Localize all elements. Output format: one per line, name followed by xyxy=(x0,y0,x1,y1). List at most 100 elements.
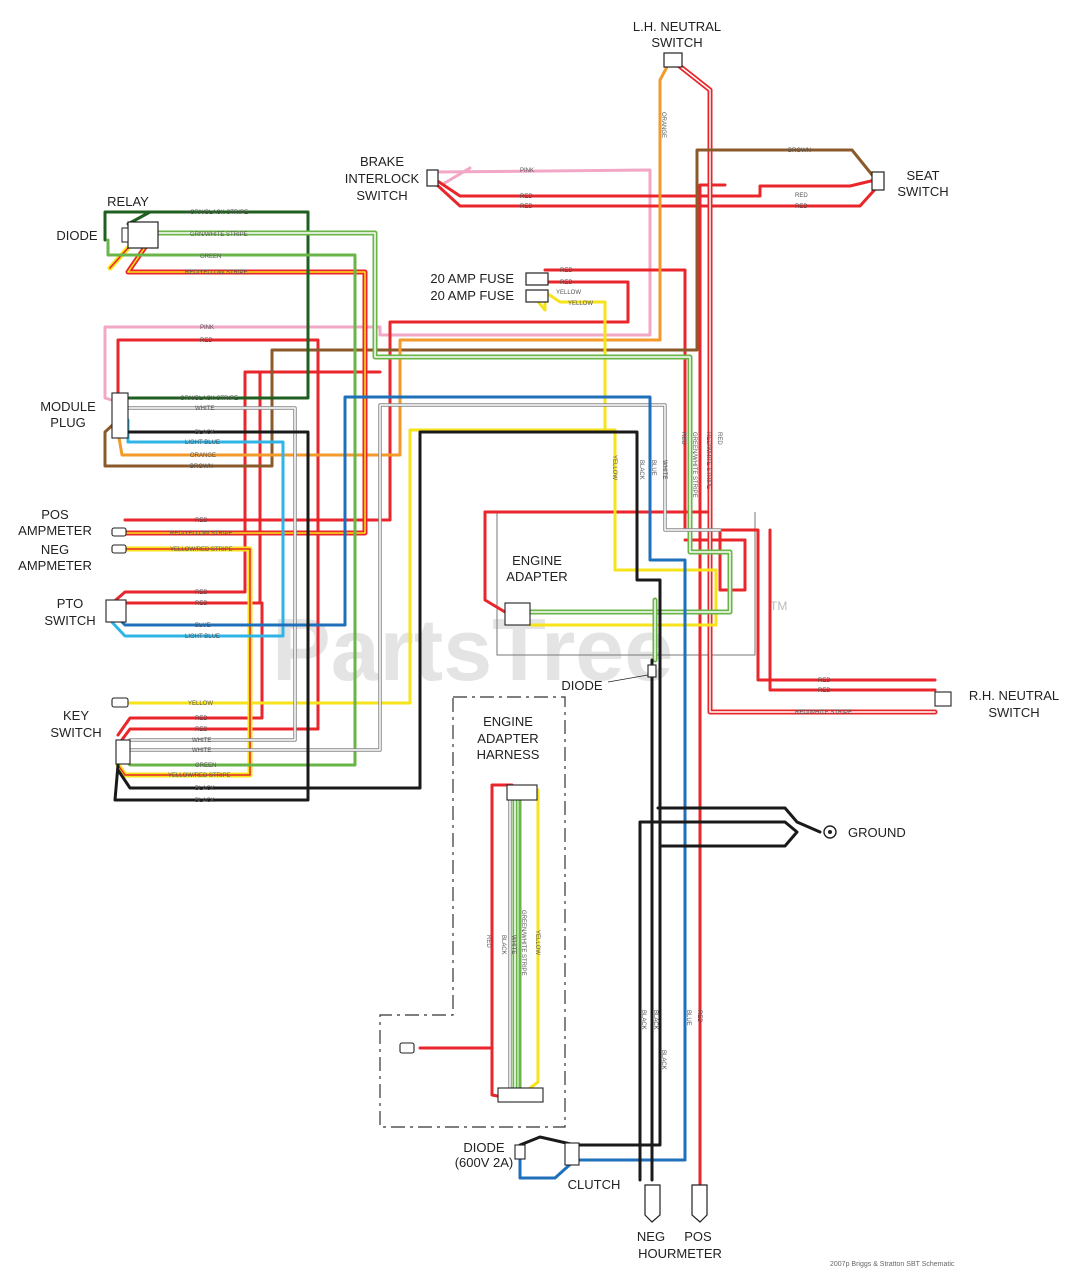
engine-adapter-box xyxy=(496,512,756,656)
wire-tag: BROWN xyxy=(788,148,811,154)
fuse-label: 20 AMP FUSE xyxy=(430,288,514,303)
wire-tag: ORANGE xyxy=(660,112,666,138)
key-switch-label: KEY xyxy=(63,708,89,723)
engine-adapter-label: ENGINE xyxy=(512,553,562,568)
engine-adapter-label: ADAPTER xyxy=(506,569,567,584)
wire-tag: RED xyxy=(560,268,573,274)
wire-tag: BLACK xyxy=(195,430,215,436)
pos-hourmeter-label: POS xyxy=(684,1229,712,1244)
wire-dark-green xyxy=(103,210,310,400)
wire-tag: WHITE xyxy=(661,460,667,479)
trademark: TM xyxy=(770,599,787,613)
module-plug: MODULE PLUG xyxy=(40,392,129,439)
wire-tag: RED xyxy=(818,678,831,684)
wire-white xyxy=(126,403,722,1092)
wire-black xyxy=(113,430,822,1182)
brake-label: INTERLOCK xyxy=(345,171,420,186)
wire-tag: YELLOW xyxy=(611,455,617,480)
wire-tag: GRN/WHITE STRIPE xyxy=(190,232,248,238)
wire-tag: RED xyxy=(195,716,208,722)
engine-adapter-harness: ENGINE ADAPTER HARNESS xyxy=(399,714,544,1103)
fuse-holders: 20 AMP FUSE 20 AMP FUSE xyxy=(430,271,549,303)
wire-tag: RED xyxy=(520,204,533,210)
wire-tag: LIGHT BLUE xyxy=(185,440,220,446)
rh-neutral-switch-label: SWITCH xyxy=(988,705,1039,720)
seat-switch: SEAT SWITCH xyxy=(871,168,949,199)
harness-label: ENGINE xyxy=(483,714,533,729)
pto-switch-label: PTO xyxy=(57,596,84,611)
wire-tag: RED/WHITE STRIPE xyxy=(705,432,711,489)
wire-orange xyxy=(116,63,670,457)
wire-brown xyxy=(103,148,875,468)
lh-neutral-switch-label: L.H. NEUTRAL xyxy=(633,19,721,34)
wire-tag: PINK xyxy=(200,325,214,331)
wire-tag: YELLOW xyxy=(556,290,581,296)
wire-tag: YELLOW xyxy=(534,930,540,955)
brake-interlock-switch: BRAKE INTERLOCK SWITCH xyxy=(345,154,439,203)
rh-neutral-switch-label: R.H. NEUTRAL xyxy=(969,688,1059,703)
wire-tag: YELLOW xyxy=(188,701,213,707)
wire-red-white xyxy=(669,57,938,715)
diode-top-label: DIODE xyxy=(56,228,98,243)
wire-tag: RED xyxy=(485,935,491,948)
wire-tag: GREEN xyxy=(195,763,216,769)
rh-neutral-switch: R.H. NEUTRAL SWITCH xyxy=(934,688,1059,720)
harness-label: HARNESS xyxy=(477,747,540,762)
wire-tag: GREEN/WHITE STRIPE xyxy=(520,910,526,976)
wire-tag: RED/YELLOW STRIPE xyxy=(185,270,248,276)
clutch: CLUTCH xyxy=(564,1142,620,1192)
wire-tag: GREEN/WHITE STRIPE xyxy=(691,432,697,498)
wire-tag: RED xyxy=(680,432,686,445)
wire-blue xyxy=(108,395,687,1180)
brake-label: BRAKE xyxy=(360,154,404,169)
wire-green-white xyxy=(152,230,733,1093)
wire-tag: BLACK xyxy=(500,935,506,955)
wire-tag: WHITE xyxy=(192,748,211,754)
pto-switch: PTO SWITCH xyxy=(44,596,127,628)
wire-tag: WHITE xyxy=(192,738,211,744)
ground: GROUND xyxy=(823,825,906,840)
diode-mid-label: DIODE xyxy=(561,678,603,693)
wire-tag: BLUE xyxy=(650,460,656,476)
footer-credit: 2007p Briggs & Stratton SBT Schematic xyxy=(830,1261,955,1268)
wire-tag: BLACK xyxy=(638,460,644,480)
lh-neutral-switch-label: SWITCH xyxy=(651,35,702,50)
pto-switch-label: SWITCH xyxy=(44,613,95,628)
module-plug-label: PLUG xyxy=(50,415,85,430)
wire-tag: GRN/BLACK STRIPE xyxy=(180,396,238,402)
wire-tag: RED xyxy=(195,518,208,524)
seat-switch-label: SWITCH xyxy=(897,184,948,199)
neg-ampmeter-label: NEG xyxy=(41,542,69,557)
engine-adapter-harness-box xyxy=(379,696,566,1128)
wire-tag: YELLOW/RED STRIPE xyxy=(168,773,231,779)
wire-tag: BLACK xyxy=(660,1050,666,1070)
wire-tag: BLUE xyxy=(685,1010,691,1026)
wire-tag: RED xyxy=(195,727,208,733)
wire-tag: RED xyxy=(696,1010,702,1023)
relay: RELAY DIODE xyxy=(56,194,159,249)
diode-bottom-label: DIODE xyxy=(463,1140,505,1155)
lh-neutral-switch: L.H. NEUTRAL SWITCH xyxy=(633,19,721,68)
pos-ampmeter-label: POS xyxy=(41,507,69,522)
wire-tag: RED xyxy=(716,432,722,445)
brake-label: SWITCH xyxy=(356,188,407,203)
neg-ampmeter-label: AMPMETER xyxy=(18,558,92,573)
harness-label: ADAPTER xyxy=(477,731,538,746)
wire-tag: BLACK xyxy=(195,798,215,804)
wire-tag: YELLOW xyxy=(568,301,593,307)
diode-bottom: DIODE (600V 2A) xyxy=(455,1140,526,1170)
diode-bottom-label: (600V 2A) xyxy=(455,1155,514,1170)
wire-tag: BLACK xyxy=(640,1010,646,1030)
wire-yellow-red xyxy=(107,245,253,778)
wire-tag: RED/YELLOW STRIPE xyxy=(170,531,233,537)
wire-tag: RED xyxy=(195,590,208,596)
wire-tag: LIGHT BLUE xyxy=(185,634,220,640)
wire-tag: BLUE xyxy=(195,623,211,629)
hourmeter-label: HOURMETER xyxy=(638,1246,722,1261)
wire-tag: WHITE xyxy=(195,406,214,412)
pos-ampmeter: POS AMPMETER xyxy=(18,507,127,538)
engine-adapter: ENGINE ADAPTER xyxy=(504,553,568,626)
wire-tag: PINK xyxy=(520,168,534,174)
wire-tag: RED xyxy=(520,194,533,200)
